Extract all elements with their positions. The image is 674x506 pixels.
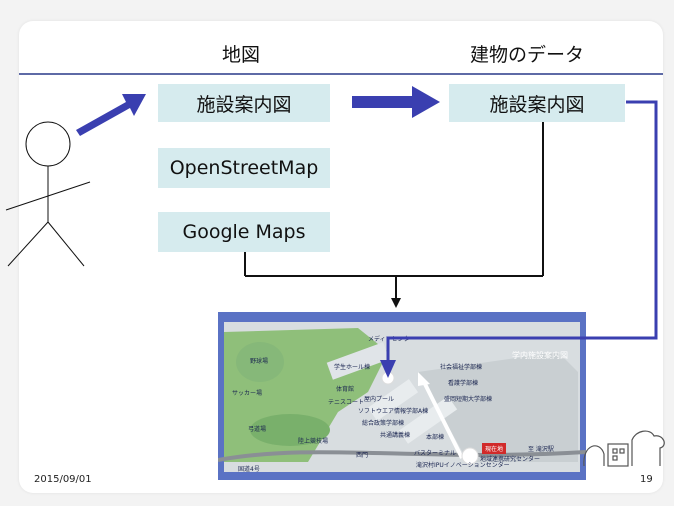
footer-date: 2015/09/01 xyxy=(34,474,92,485)
buildings-logo-icon xyxy=(583,430,665,467)
map-label: 屋内プール xyxy=(364,396,395,403)
campus-map-title: 学内施設案内図 xyxy=(512,351,568,360)
campus-map-photo: 学内施設案内図 野球場 サッカー場 弓道場 陸上競技場 テニスコート 体育館 学… xyxy=(218,312,586,480)
map-label: 野球場 xyxy=(250,358,269,365)
map-source-google-maps: Google Maps xyxy=(158,212,330,252)
map-label: サッカー場 xyxy=(232,390,263,397)
header-divider xyxy=(19,73,663,75)
map-label: 盛岡短期大学部棟 xyxy=(444,396,493,403)
map-label: 至 滝沢駅 xyxy=(528,446,554,453)
campus-map-illustration xyxy=(218,312,586,480)
map-source-facility-guide: 施設案内図 xyxy=(158,84,330,122)
map-label: 地域連携研究センター xyxy=(480,456,541,463)
map-label: 総合政策学部棟 xyxy=(362,420,405,427)
map-label: 看護学部棟 xyxy=(448,380,479,387)
map-label: 西門 xyxy=(356,452,369,459)
map-label: 弓道場 xyxy=(248,426,267,433)
person-to-map-arrow xyxy=(76,94,146,136)
map-label: 本部棟 xyxy=(426,434,445,441)
map-label: 共通講義棟 xyxy=(380,432,411,439)
building-data-facility-guide: 施設案内図 xyxy=(449,84,625,122)
current-location-badge: 現在地 xyxy=(482,443,507,454)
building-to-map-connector xyxy=(386,100,658,366)
map-to-building-arrow xyxy=(352,86,440,118)
map-label: テニスコート xyxy=(328,399,365,406)
map-source-openstreetmap: OpenStreetMap xyxy=(158,148,330,188)
map-label: 滝沢村IPUイノベーションセンター xyxy=(416,462,510,469)
map-label: バスターミナル xyxy=(414,450,457,457)
map-label: ソフトウエア情報学部A棟 xyxy=(358,408,429,415)
building-to-map-arrowhead xyxy=(380,360,396,378)
map-label: 学生ホール棟 xyxy=(334,364,371,371)
map-column-title: 地図 xyxy=(222,44,261,66)
map-label: 国道4号 xyxy=(238,466,260,473)
stick-figure-icon xyxy=(5,121,91,267)
building-data-column-title: 建物のデータ xyxy=(470,44,585,66)
map-label: 体育館 xyxy=(336,386,355,393)
page-number: 19 xyxy=(640,474,653,485)
map-label: 陸上競技場 xyxy=(298,438,329,445)
sources-connector xyxy=(244,122,544,300)
map-label: 社会福祉学部棟 xyxy=(440,364,483,371)
sources-connector-arrowhead xyxy=(391,298,401,308)
